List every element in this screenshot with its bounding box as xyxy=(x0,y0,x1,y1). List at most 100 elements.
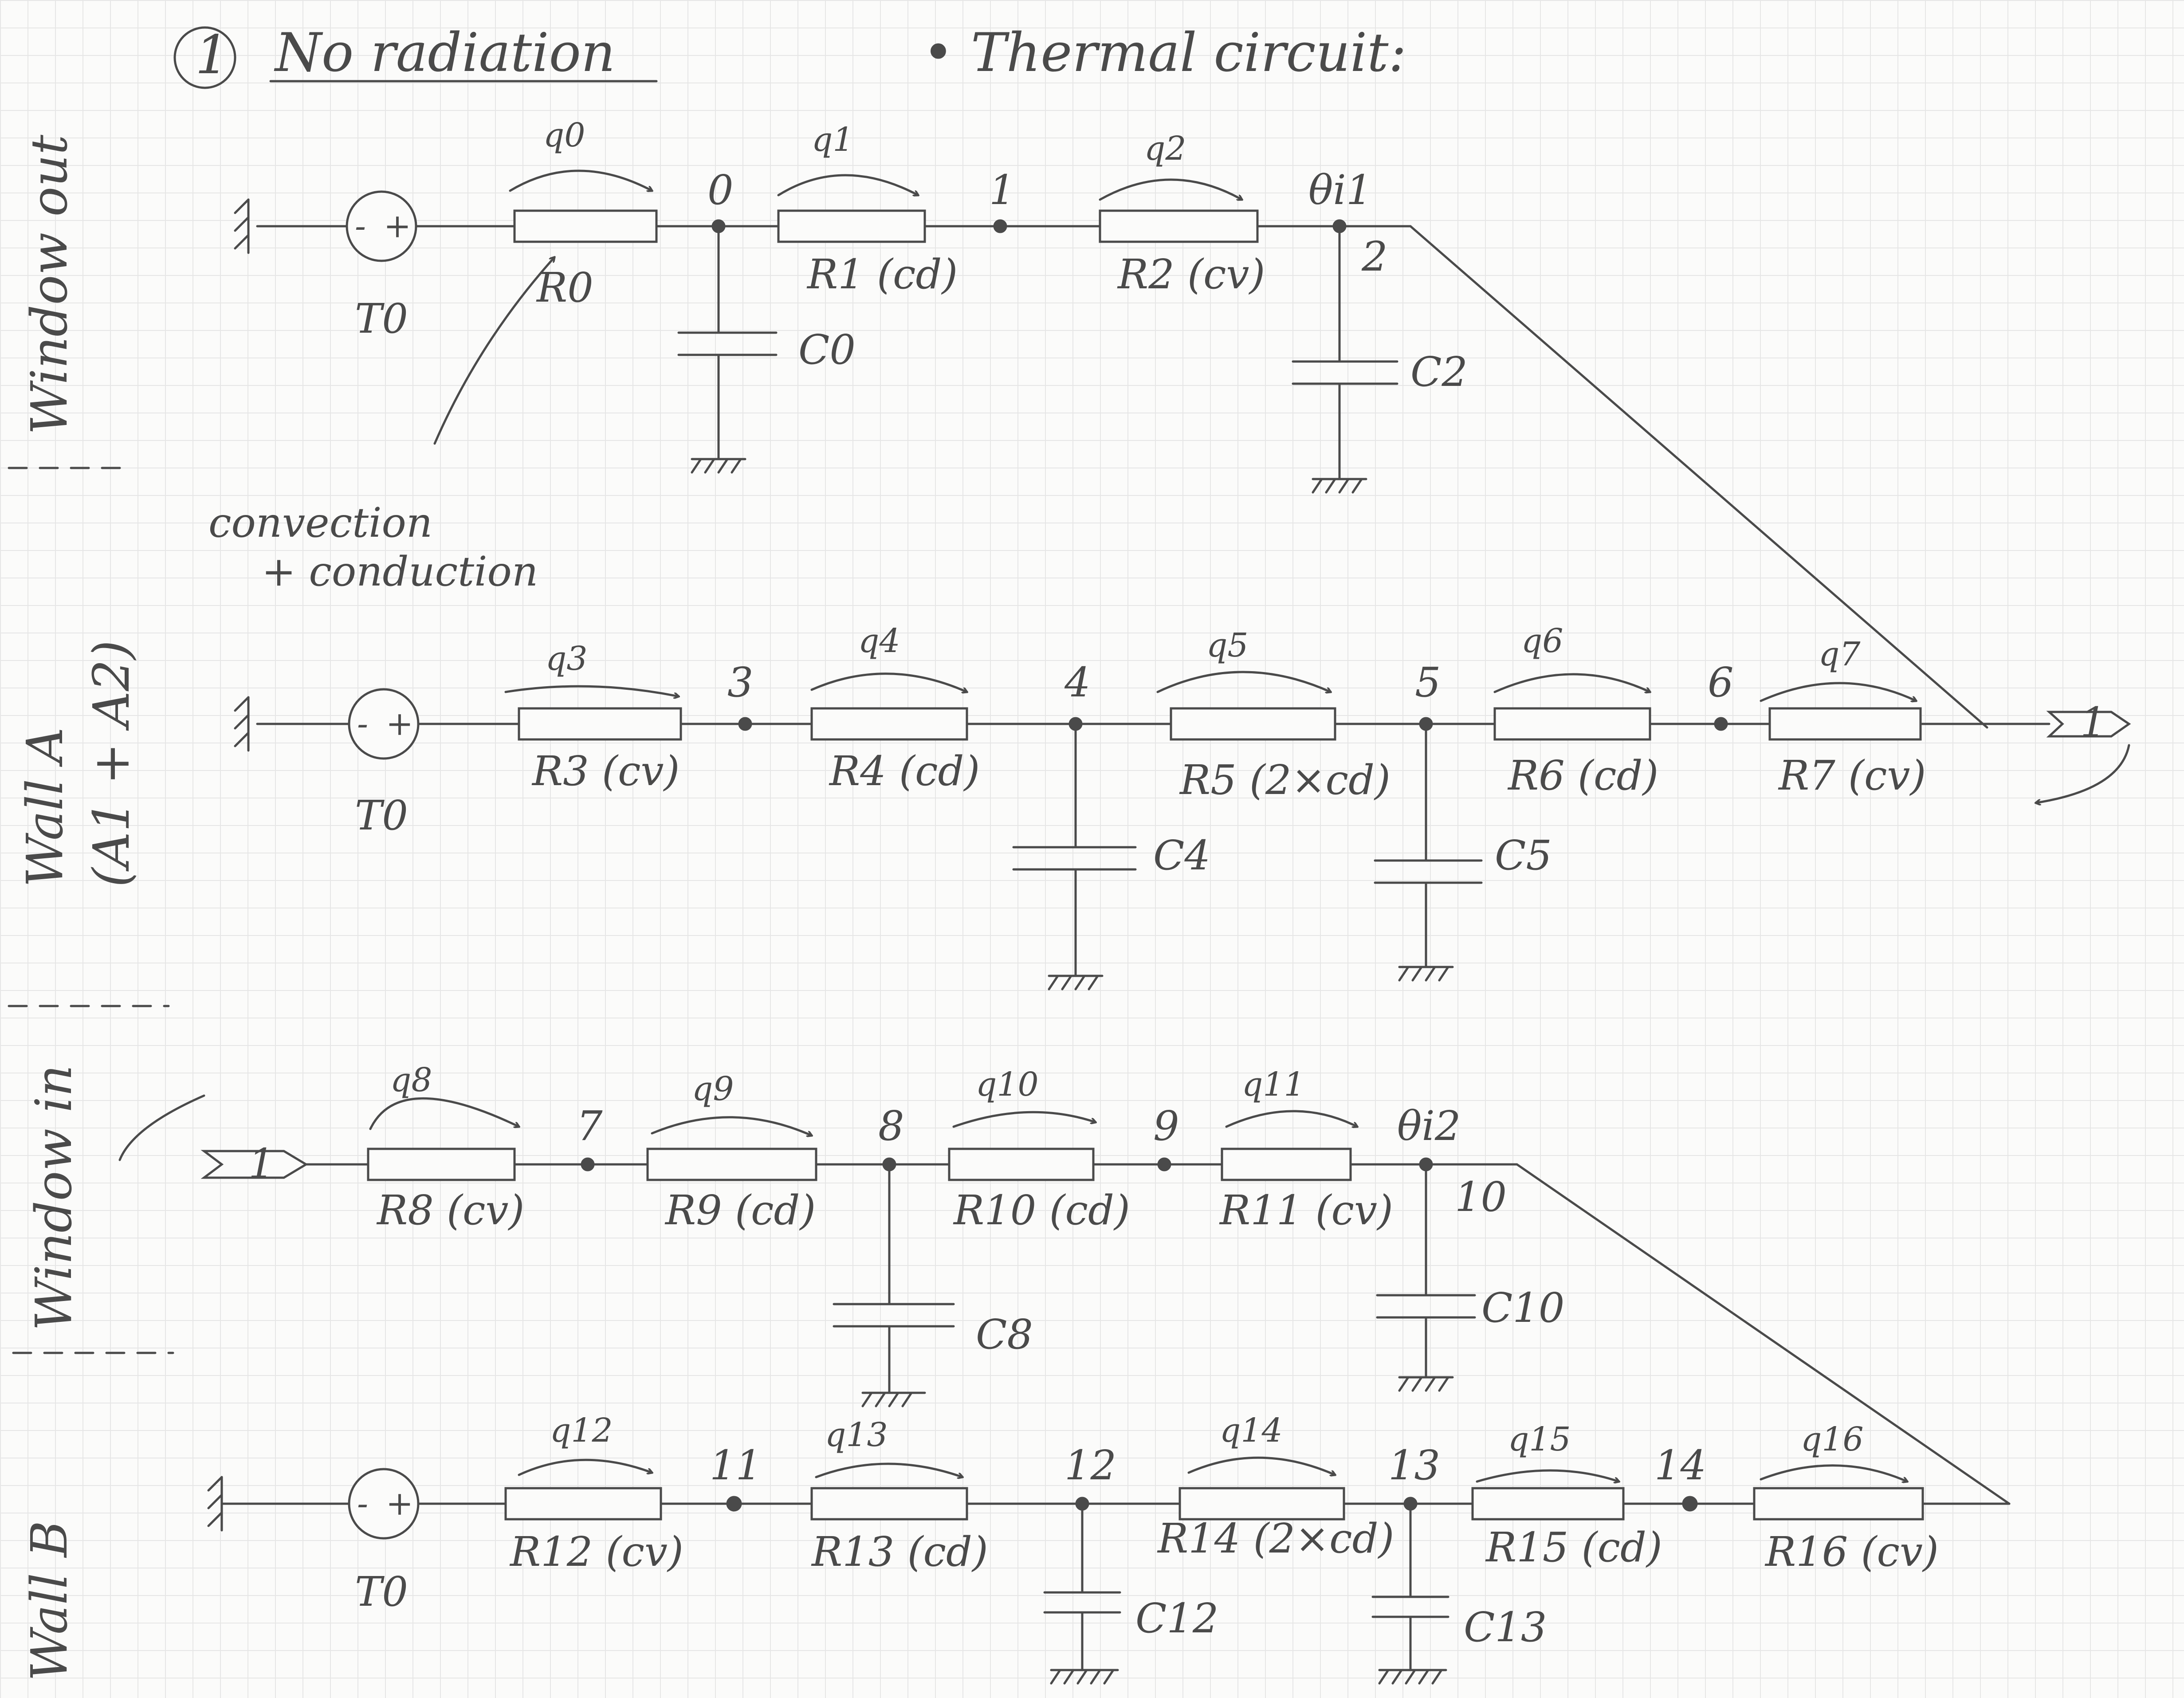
section-label-wall-a-detail: (A1 + A2) xyxy=(83,640,141,887)
section-dividers xyxy=(8,467,174,1354)
heat-flow-arrow xyxy=(952,1111,1096,1128)
heat-flow-arrow xyxy=(369,1097,519,1130)
heat-flow-arrow xyxy=(1493,673,1650,692)
flow-label: q14 xyxy=(1220,1411,1283,1450)
node-label: 7 xyxy=(577,1102,603,1150)
resistor xyxy=(1471,1487,1625,1521)
node-label: 3 xyxy=(727,659,754,706)
capacitor-label: C2 xyxy=(1410,348,1468,396)
svg-text:+: + xyxy=(384,207,411,245)
heat-flow-arrow xyxy=(1476,1469,1619,1482)
source-label: T0 xyxy=(355,792,408,839)
connector-out-label: 1 xyxy=(2080,699,2106,746)
flow-label: q5 xyxy=(1206,626,1248,664)
resistor xyxy=(646,1148,817,1181)
node-label: 9 xyxy=(1153,1102,1179,1150)
node-label: 13 xyxy=(1388,1442,1440,1489)
section-label-window-out: Window out xyxy=(21,134,79,435)
resistor-label: R1 (cd) xyxy=(806,251,958,298)
temperature-source xyxy=(348,688,420,760)
resistor-label: R7 (cv) xyxy=(1778,752,1926,799)
node-dot xyxy=(738,717,752,731)
node-label: 4 xyxy=(1064,659,1091,706)
title-number: 1 xyxy=(195,24,229,86)
heat-flow-arrow xyxy=(1187,1456,1335,1475)
node-dot xyxy=(1682,1496,1698,1512)
node-label: 5 xyxy=(1415,659,1441,706)
resistor-label: R11 (cv) xyxy=(1219,1187,1393,1234)
node-label: 12 xyxy=(1065,1442,1116,1489)
page-title: No radiation xyxy=(274,22,615,84)
resistor-label: R12 (cv) xyxy=(509,1528,683,1576)
flow-label: q0 xyxy=(543,116,585,154)
heat-flow-arrow xyxy=(1760,682,1916,701)
flow-label: q3 xyxy=(546,640,587,678)
heat-flow-arrow xyxy=(777,174,918,195)
node-label: 10 xyxy=(1455,1173,1507,1221)
node-label: 6 xyxy=(1708,659,1734,706)
resistor xyxy=(1753,1487,1924,1521)
capacitor-label: C10 xyxy=(1481,1284,1564,1332)
resistor-label: R8 (cv) xyxy=(376,1187,524,1234)
heat-flow-arrow xyxy=(1156,671,1331,692)
capacitor-label: C5 xyxy=(1495,832,1552,879)
flow-label: q9 xyxy=(692,1070,734,1108)
flow-label: q1 xyxy=(812,121,853,159)
capacitor-label: C12 xyxy=(1135,1595,1218,1642)
capacitor-label: C4 xyxy=(1153,832,1210,879)
resistor-label: R9 (cd) xyxy=(664,1187,816,1234)
temperature-source xyxy=(346,190,417,262)
flow-label: q7 xyxy=(1819,635,1860,673)
node-label: θi2 xyxy=(1397,1102,1461,1150)
flow-label: q2 xyxy=(1144,130,1186,168)
resistor xyxy=(1493,707,1651,741)
resistor xyxy=(513,209,658,243)
flow-label: q11 xyxy=(1242,1065,1305,1104)
capacitor-label: C13 xyxy=(1464,1604,1547,1651)
annotation-pointer xyxy=(433,257,554,445)
resistor-label: R15 (cd) xyxy=(1485,1524,1662,1571)
flow-label: q10 xyxy=(976,1065,1039,1104)
capacitor-label: C8 xyxy=(976,1311,1033,1358)
resistor xyxy=(948,1148,1095,1181)
resistor xyxy=(777,209,926,243)
svg-text:+: + xyxy=(386,1485,413,1523)
heat-flow-arrow xyxy=(504,685,679,696)
return-arrow xyxy=(2036,744,2130,803)
capacitor-label: C0 xyxy=(798,326,856,373)
node-label: 11 xyxy=(710,1442,762,1489)
svg-text:+: + xyxy=(386,705,413,743)
resistor-label: R13 (cd) xyxy=(811,1528,988,1576)
section-label-window-in: Window in xyxy=(25,1065,83,1331)
resistor xyxy=(810,1487,968,1521)
flow-label: q8 xyxy=(390,1061,432,1099)
temperature-source xyxy=(348,1468,420,1540)
node-dot xyxy=(1157,1157,1171,1171)
heat-flow-arrow xyxy=(1099,178,1242,200)
connector-in-tag xyxy=(200,1150,308,1179)
resistor-label: R5 (2×cd) xyxy=(1179,756,1391,804)
source-polarity-marks: -+ -+ -+ xyxy=(355,207,413,1523)
node-dot xyxy=(993,219,1007,233)
title-number-circle xyxy=(173,26,236,89)
heat-flow-arrow xyxy=(509,169,652,191)
heat-flow-arrow xyxy=(815,1462,962,1477)
resistor xyxy=(810,707,968,741)
heat-flow-arrow xyxy=(810,672,967,692)
node-label: 8 xyxy=(878,1102,904,1150)
section-label-wall-a: Wall A xyxy=(16,727,74,887)
connector-in-label: 1 xyxy=(248,1140,275,1187)
resistor-label: R3 (cv) xyxy=(531,747,680,795)
heat-flow-arrow xyxy=(1760,1464,1907,1482)
node-dot xyxy=(1714,717,1728,731)
resistor-label: R10 (cd) xyxy=(953,1187,1130,1234)
svg-text:-: - xyxy=(357,705,368,743)
heat-flow-arrow xyxy=(651,1116,812,1136)
node-dot xyxy=(726,1496,742,1512)
resistor xyxy=(1768,707,1922,741)
node-label: 1 xyxy=(989,166,1015,214)
resistor-label: R4 (cd) xyxy=(829,747,980,795)
node-label: 2 xyxy=(1361,233,1388,280)
